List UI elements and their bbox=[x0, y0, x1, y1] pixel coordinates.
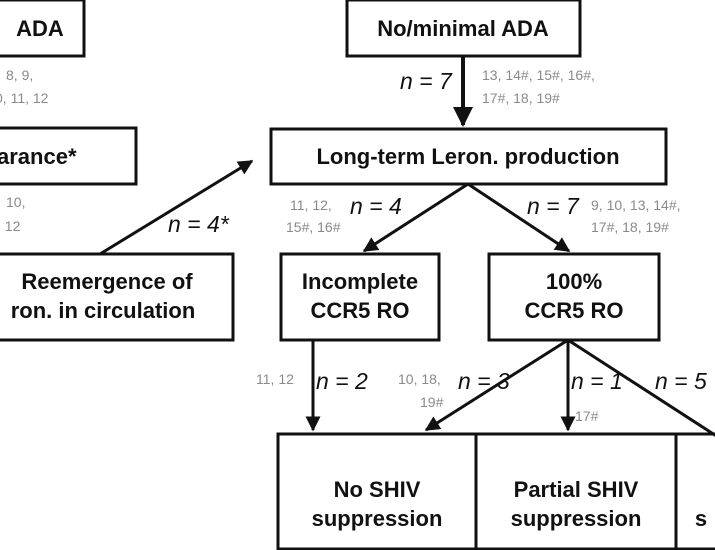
ids-full-to-partial: 17# bbox=[575, 408, 599, 424]
full-label-line2: CCR5 RO bbox=[524, 298, 623, 323]
ids-incomplete-line2: 15#, 16# bbox=[286, 219, 341, 235]
ids-full-line2: 17#, 18, 19# bbox=[591, 219, 669, 235]
count-full-to-complete: n = 5 bbox=[655, 368, 707, 394]
long-term-production-label: Long-term Leron. production bbox=[316, 144, 619, 169]
arrow-full-to-complete bbox=[567, 338, 715, 437]
no-minimal-ada-box: No/minimal ADA bbox=[345, 0, 582, 58]
incomplete-label-line1: Incomplete bbox=[302, 269, 418, 294]
reemergence-label-line1: Reemergence of bbox=[21, 269, 193, 294]
long-term-production-box: Long-term Leron. production bbox=[269, 127, 668, 186]
ids-ada-line1: 8, 9, bbox=[6, 67, 33, 83]
ids-clearance-line2: , 12 bbox=[0, 218, 21, 234]
clearance-label: arance* bbox=[0, 144, 77, 169]
count-incomplete-to-no: n = 2 bbox=[316, 368, 368, 394]
count-full-to-no: n = 3 bbox=[458, 368, 510, 394]
count-full: n = 7 bbox=[527, 193, 580, 219]
no-minimal-ada-label: No/minimal ADA bbox=[377, 16, 549, 41]
ids-clearance-line1: 10, bbox=[6, 194, 25, 210]
cut-off-label: s bbox=[695, 506, 707, 531]
count-incomplete: n = 4 bbox=[350, 193, 402, 219]
ids-full-to-no-line2: 19# bbox=[420, 394, 444, 410]
no-shiv-label-line1: No SHIV bbox=[334, 477, 421, 502]
incomplete-ccr5-box: Incomplete CCR5 RO bbox=[279, 252, 441, 342]
ada-box-label: ADA bbox=[16, 16, 64, 41]
partial-shiv-label-line2: suppression bbox=[511, 506, 642, 531]
no-shiv-label-line2: suppression bbox=[312, 506, 443, 531]
partial-shiv-label-line1: Partial SHIV bbox=[514, 477, 639, 502]
ids-no-minimal-line1-text: 13, 14#, 15#, 16#, bbox=[482, 67, 595, 83]
partial-shiv-suppression-box: Partial SHIV suppression bbox=[474, 432, 678, 550]
arrow-long-term-to-full bbox=[467, 182, 571, 253]
count-reemergence: n = 4* bbox=[168, 211, 230, 237]
count-full-to-partial: n = 1 bbox=[571, 368, 623, 394]
ada-box: ADA bbox=[0, 0, 86, 58]
reemergence-label-line2: ron. in circulation bbox=[11, 298, 196, 323]
ids-full-line1: 9, 10, 13, 14#, bbox=[591, 197, 681, 213]
clearance-box: arance* bbox=[0, 126, 138, 186]
arrow-full-to-no-shiv bbox=[424, 338, 569, 432]
ids-no-minimal-line2: 17#, 18, 19# bbox=[482, 90, 560, 106]
no-shiv-suppression-box: No SHIV suppression bbox=[276, 432, 478, 550]
ids-full-to-no-line1: 10, 18, bbox=[398, 371, 441, 387]
arrow-reemergence-to-long-term bbox=[99, 159, 254, 256]
ids-incomplete-to-no: 11, 12 bbox=[256, 371, 294, 387]
ids-ada-line2: 0, 11, 12 bbox=[0, 90, 49, 106]
arrow-long-term-to-incomplete bbox=[362, 182, 469, 253]
reemergence-box: Reemergence of ron. in circulation bbox=[0, 252, 235, 342]
incomplete-label-line2: CCR5 RO bbox=[310, 298, 409, 323]
count-no-minimal: n = 7 bbox=[400, 68, 453, 94]
full-label-line1: 100% bbox=[546, 269, 602, 294]
full-ccr5-box: 100% CCR5 RO bbox=[487, 252, 661, 342]
ids-no-minimal-line1: 13, 14#, 15#, 16#, bbox=[482, 67, 595, 83]
cut-off-suppression-box: s bbox=[674, 432, 715, 550]
ids-incomplete-line1: 11, 12, bbox=[290, 197, 332, 213]
